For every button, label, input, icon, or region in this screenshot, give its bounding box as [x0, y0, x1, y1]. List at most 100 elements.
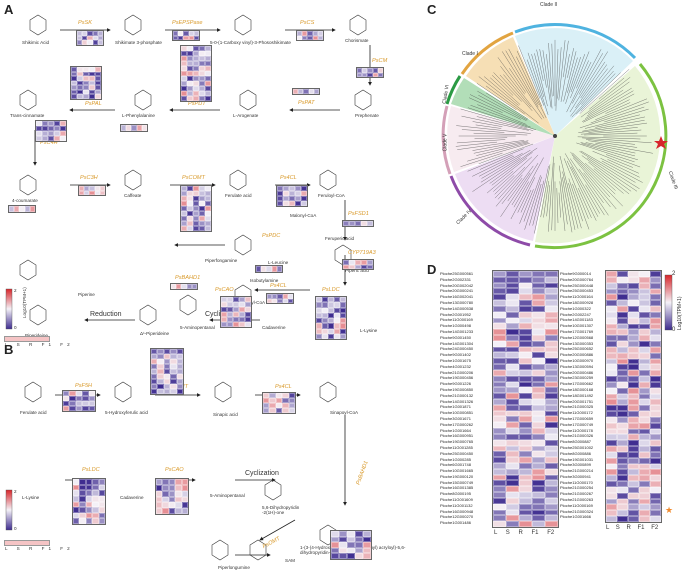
heatmap-cell — [506, 433, 519, 440]
compound-phenylalanine: L-Phenylalanine — [122, 113, 155, 118]
heatmap-cell — [506, 509, 519, 516]
heatmap-cell — [617, 282, 628, 289]
heatmap-cell — [650, 335, 661, 342]
compound-feruloyl-coa: Feruloyl-CoA — [318, 193, 345, 198]
compound-leucine: L-Leucine — [268, 260, 289, 265]
heatmap-cell — [85, 495, 93, 502]
heatmap-cell — [493, 346, 506, 353]
heatmap-cell — [606, 440, 617, 447]
heatmap-cell — [506, 323, 519, 330]
heatmap-cell — [377, 72, 383, 77]
heatmap-cell — [199, 81, 205, 86]
heatmap-cell — [79, 518, 86, 524]
heatmap-cell — [628, 358, 639, 365]
heatmap-cell — [316, 312, 322, 318]
heatmap-cell — [519, 509, 532, 516]
heatmap-cell — [606, 428, 617, 435]
heatmap-cell — [545, 300, 558, 306]
gene-id-left: Ploche9G001450 — [440, 334, 471, 340]
heatmap-cell — [77, 71, 83, 77]
heatmap-cell — [328, 297, 334, 303]
heatmap-cell — [532, 486, 545, 493]
heatmap-cell — [79, 501, 86, 508]
heatmap-cell — [73, 501, 80, 508]
heatmap-cell — [617, 399, 628, 406]
gene-id-right: Ploche1G001666 — [560, 514, 591, 520]
heatmap-cell — [205, 226, 211, 231]
gene-id-left: Ploche1G001871 — [440, 404, 471, 410]
heatmap-cell — [187, 76, 193, 81]
gene-id-left: Ploche12G000270 — [440, 514, 474, 520]
heatmap-cell — [151, 389, 158, 394]
heatmap-cell — [617, 516, 628, 522]
heatmap-cell — [617, 492, 628, 499]
heatmap-cell — [606, 416, 617, 423]
heatmap-cell — [617, 393, 628, 400]
legend-a-min: 0 — [14, 325, 17, 330]
heatmap-cell — [639, 352, 650, 359]
heatmap-cell — [650, 446, 661, 452]
heatmap-cell — [199, 56, 205, 61]
heatmap-cell — [71, 71, 77, 77]
d-right-heatmap — [605, 270, 662, 523]
b-compound-aminopentanal: 5-Aminopentanal — [210, 493, 245, 498]
heatmap-cell — [506, 480, 519, 487]
heatmap-cell — [650, 288, 661, 295]
heatmap-cell — [349, 260, 355, 265]
heatmap-cell — [239, 302, 245, 307]
heatmap-cell — [163, 369, 171, 374]
b-heatmap-ps4cl — [262, 392, 296, 414]
gene-id-left: Ploche9G001402 — [440, 352, 471, 358]
heatmap-cell — [205, 76, 211, 81]
heatmap-cell — [245, 297, 251, 302]
legend-a-col-f1: F1 — [41, 342, 56, 347]
heatmap-cell — [187, 66, 193, 71]
heatmap-cell — [519, 340, 532, 347]
legend-a-title: Log10(TPM+1) — [22, 287, 27, 318]
heatmap-cell — [73, 490, 80, 496]
heatmap-cell — [532, 271, 545, 277]
heatmap-cell — [193, 196, 199, 201]
heatmap-cell — [181, 66, 187, 71]
gene-id-left: Ploche11G001132 — [440, 502, 473, 508]
heatmap-cell — [87, 40, 93, 45]
heatmap-cell — [151, 359, 158, 364]
heatmap-cell — [277, 191, 283, 196]
heatmap-cell — [71, 85, 77, 90]
heatmap-cell — [181, 91, 187, 96]
heatmap-cell — [506, 282, 519, 289]
heatmap-cell — [36, 131, 42, 136]
heatmap-cell — [73, 479, 80, 485]
heatmap-cell — [532, 282, 545, 289]
heatmap-cell — [283, 191, 289, 196]
heatmap-cell — [334, 328, 340, 334]
heatmap-cell — [239, 307, 245, 312]
heatmap-cell — [628, 451, 639, 458]
heatmap-cell — [606, 457, 617, 464]
gene-id-right: Ploche3G000899 — [560, 462, 591, 468]
heatmap-cell — [98, 518, 105, 524]
heatmap-cell — [82, 406, 89, 411]
heatmap-cell — [506, 468, 519, 475]
heatmap-cell — [519, 369, 532, 376]
heatmap-cell — [639, 346, 650, 353]
heatmap-cell — [606, 469, 617, 476]
compound-prephenate: Prephenate — [355, 113, 379, 118]
heatmap-cell — [650, 329, 661, 336]
heatmap-cell — [628, 271, 639, 277]
heatmap-cell — [639, 300, 650, 307]
heatmap-cell — [617, 364, 628, 371]
enzyme-psepspase: PsEPSPase — [172, 20, 203, 26]
heatmap-cell — [606, 271, 617, 277]
heatmap-cell — [187, 46, 193, 51]
heatmap-cell — [519, 457, 532, 463]
heatmap-cell — [162, 502, 169, 509]
heatmap-cell — [233, 302, 239, 307]
b-heatmap-pscomt — [150, 348, 184, 395]
heatmap-cell — [545, 416, 558, 423]
heatmap-cell — [639, 510, 650, 517]
heatmap-psc3h — [78, 185, 106, 196]
heatmap-cell — [532, 335, 545, 341]
heatmap-cell — [532, 492, 545, 498]
heatmap-cell — [532, 317, 545, 324]
